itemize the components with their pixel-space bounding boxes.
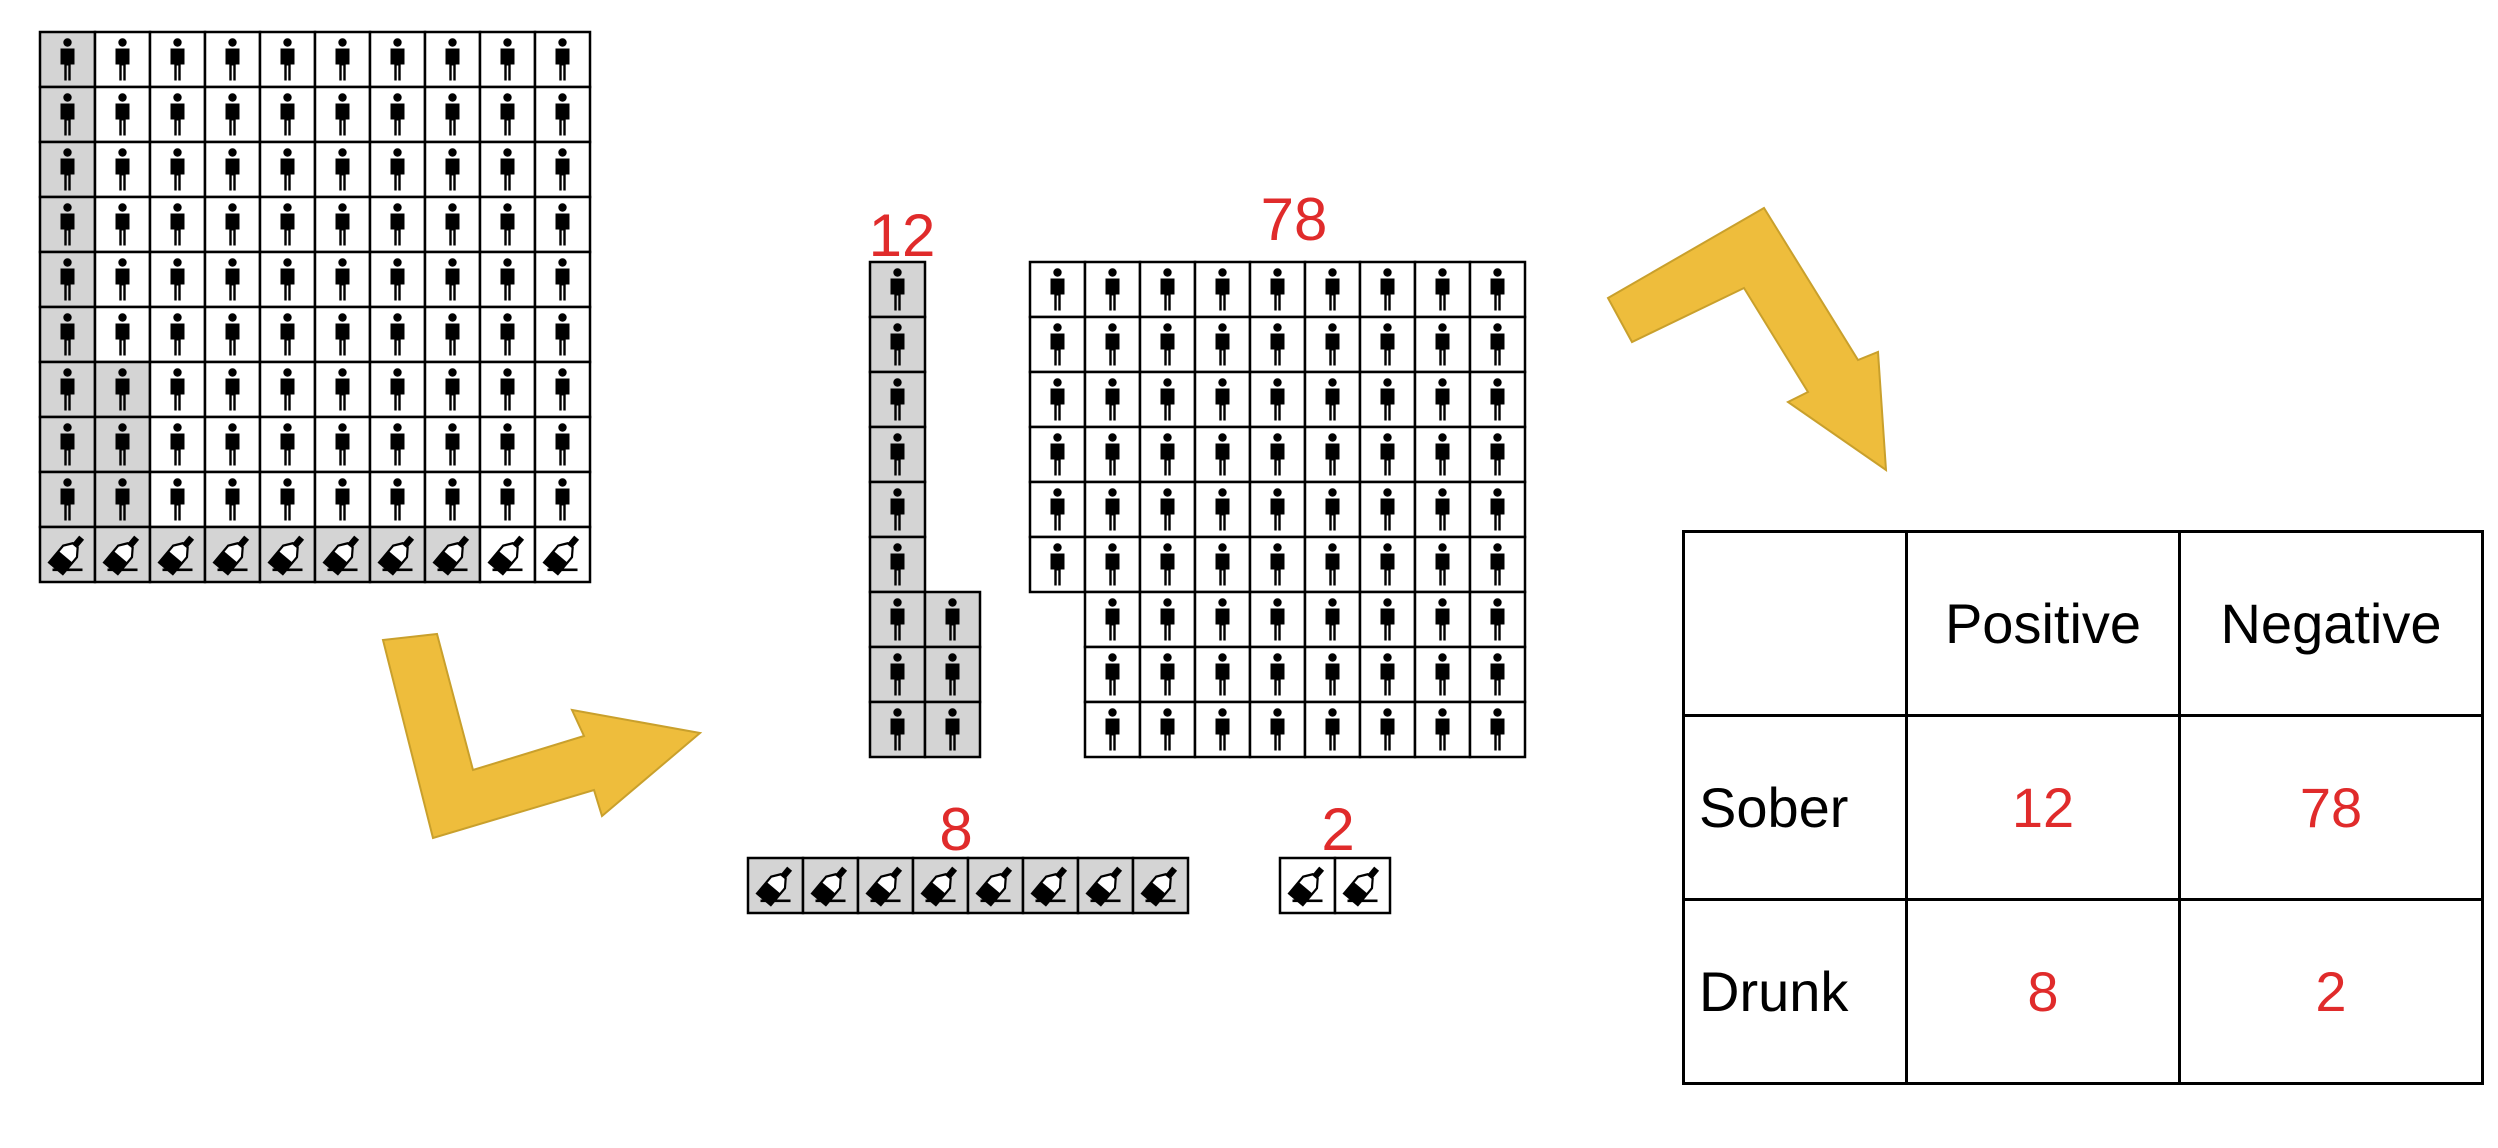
drunk-negative-group [1278,856,1392,915]
positive-header: Positive [1905,530,2181,717]
contingency-table: Positive Negative Sober 12 78 Drunk 8 2 [1682,530,2484,1085]
table-row: Sober 12 78 [1682,714,2484,901]
sober-positive-group [868,260,982,759]
table-corner-cell [1682,530,1908,717]
table-header-row: Positive Negative [1682,530,2484,717]
negative-header: Negative [2178,530,2484,717]
tabulate-arrow [1606,206,1888,473]
sober-negative-group [1028,260,1527,759]
sober-positive-cell: 12 [1905,714,2181,901]
sober-negative-cell: 78 [2178,714,2484,901]
population-grid [38,30,592,584]
drunk-row-label: Drunk [1682,898,1908,1085]
sober-row-label: Sober [1682,714,1908,901]
drunk-positive-count: 8 [939,796,973,863]
drunk-negative-count: 2 [1321,796,1355,863]
drunk-positive-group [746,856,1190,915]
drunk-positive-cell: 8 [1905,898,2181,1085]
split-arrow [381,632,703,840]
drunk-negative-cell: 2 [2178,898,2484,1085]
table-row: Drunk 8 2 [1682,898,2484,1085]
sober-negative-count: 78 [1260,186,1328,253]
sober-positive-count: 12 [868,202,936,269]
